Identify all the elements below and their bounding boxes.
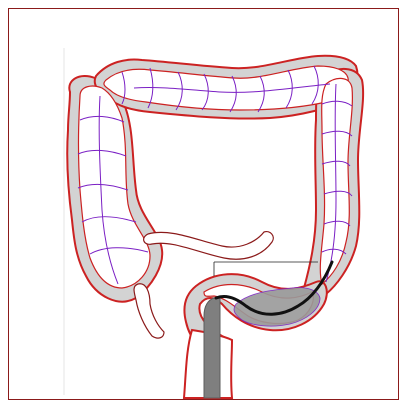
endoscope-shaft: [204, 298, 220, 398]
appendix: [134, 284, 164, 338]
